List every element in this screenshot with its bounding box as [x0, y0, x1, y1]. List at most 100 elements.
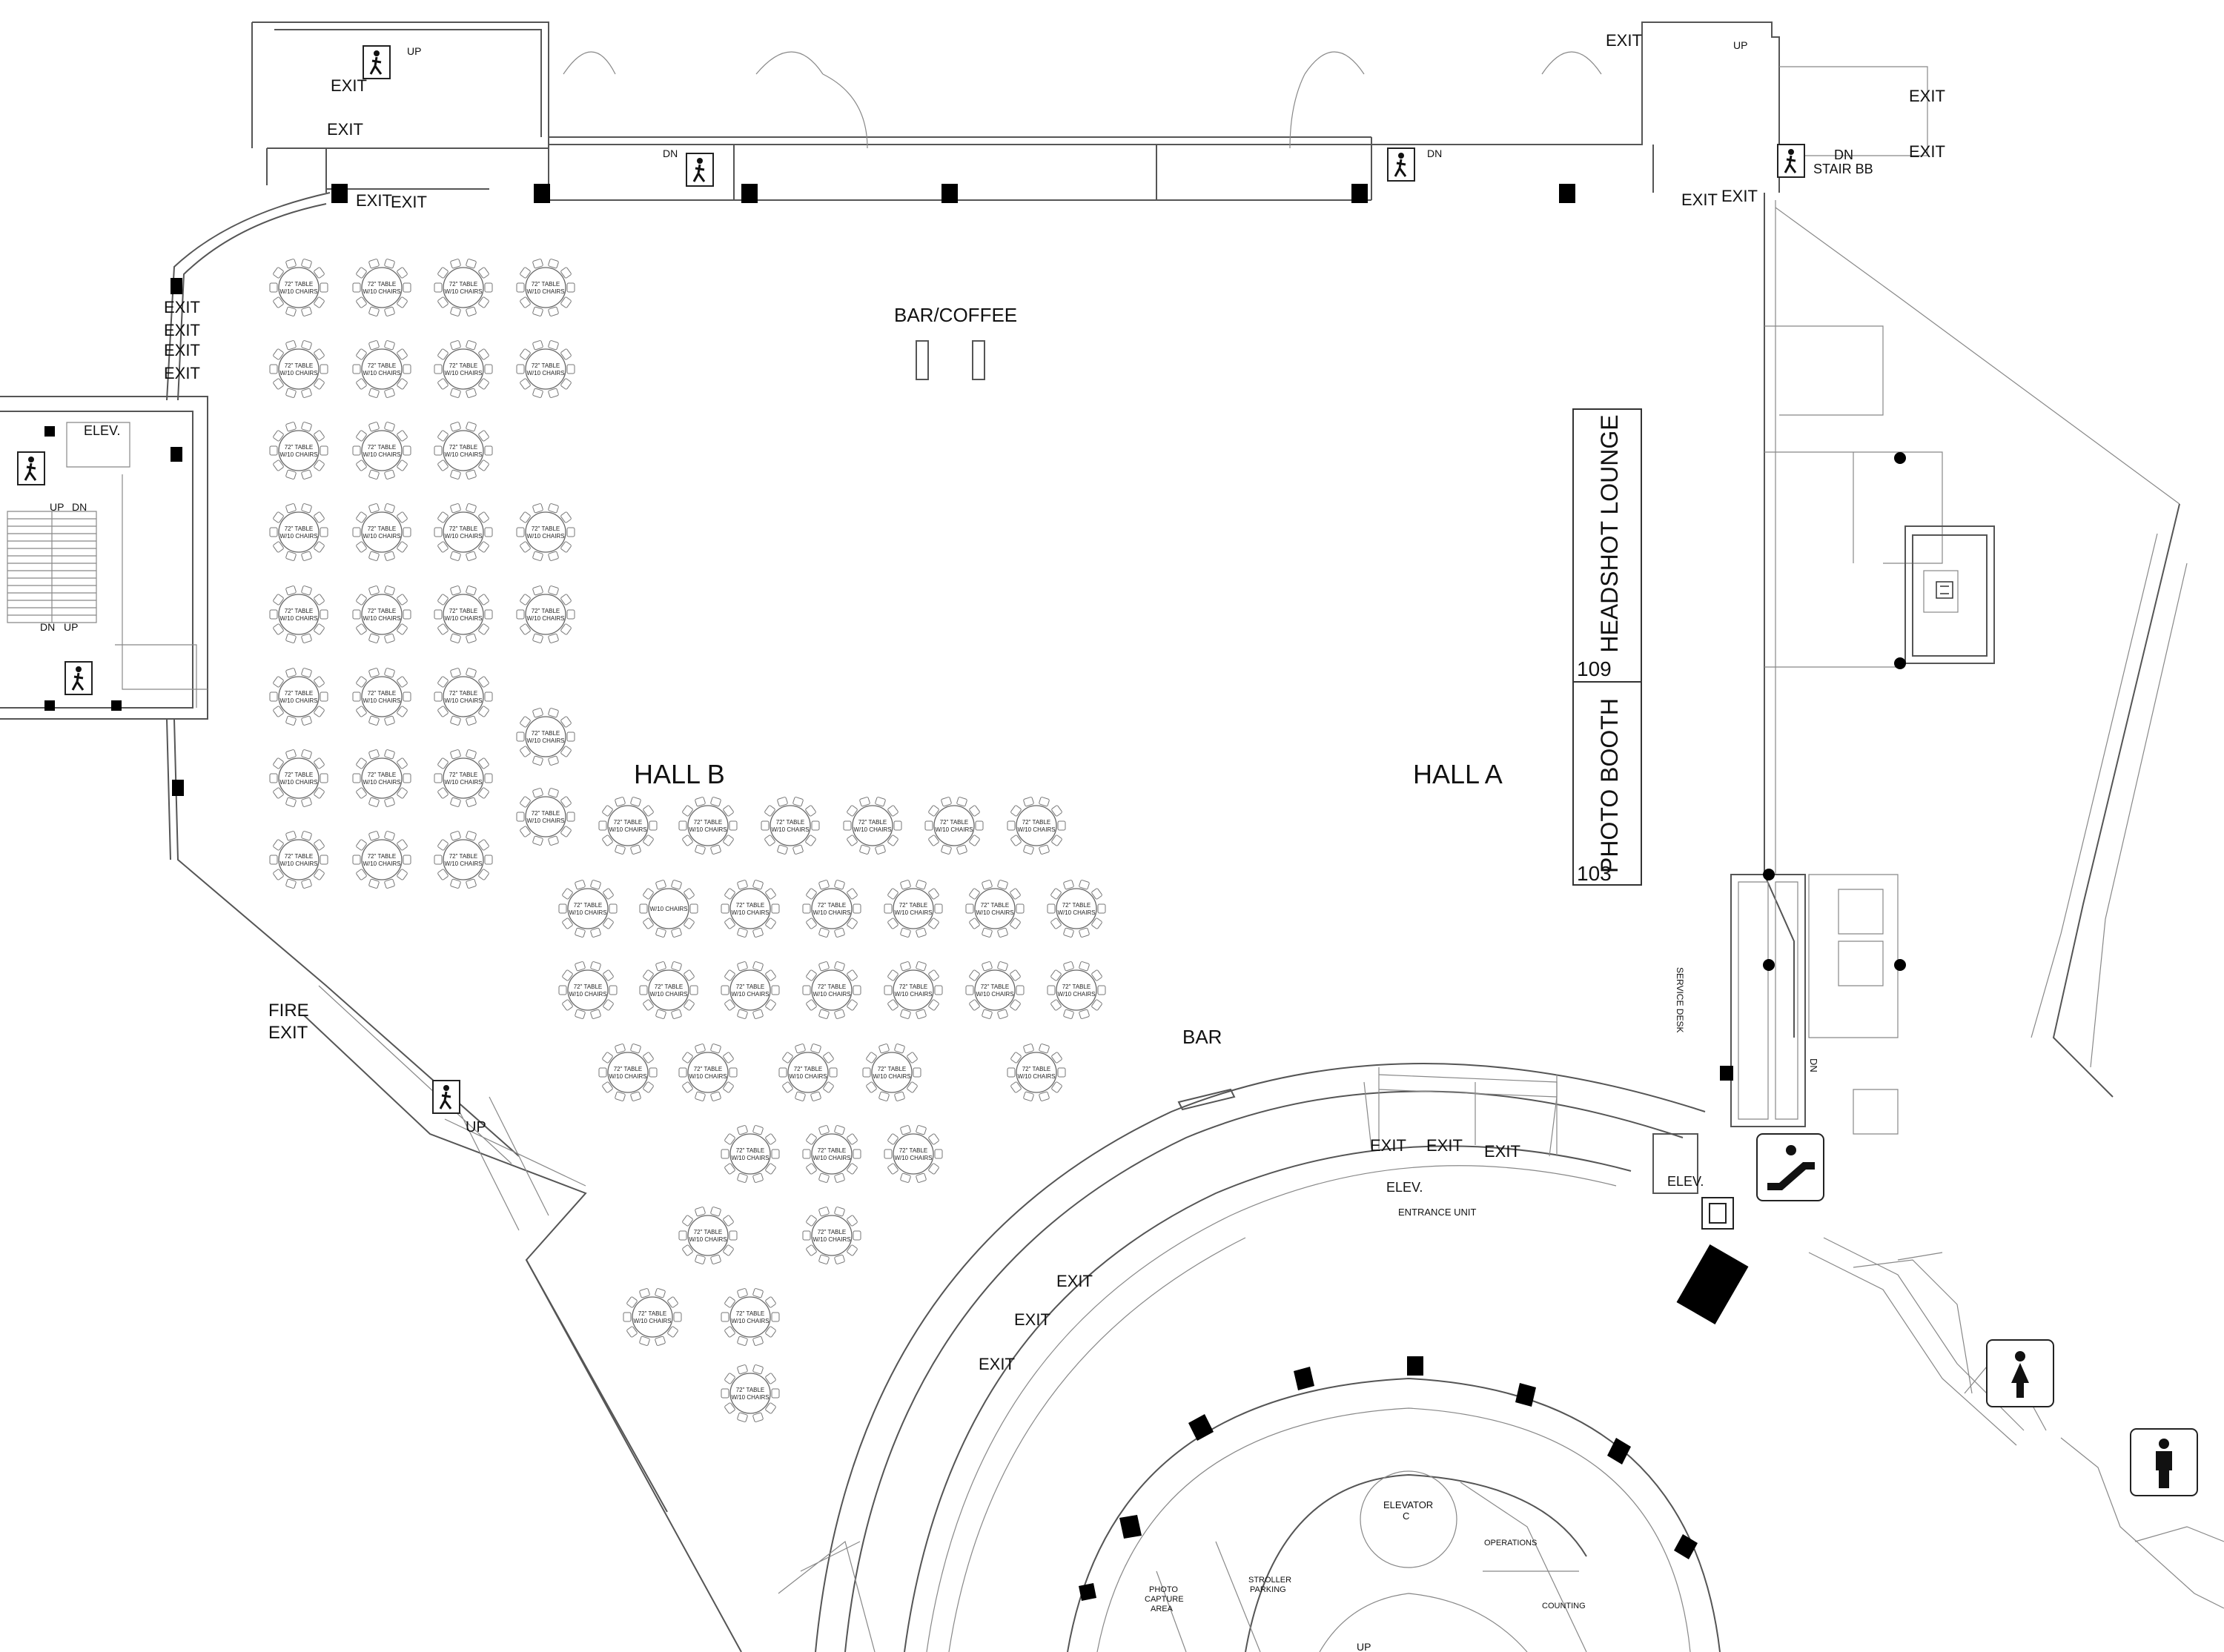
chair [466, 633, 477, 643]
chair [397, 296, 408, 308]
chair [450, 797, 461, 807]
chair [516, 282, 525, 293]
chair [356, 594, 367, 606]
chair [368, 878, 380, 889]
hall-b-label: HALL B [634, 759, 725, 789]
chair [655, 880, 666, 890]
chair [285, 422, 297, 432]
chair [1016, 903, 1025, 914]
chair [285, 878, 297, 889]
chair [560, 716, 572, 728]
chair [368, 749, 380, 760]
chair [764, 835, 775, 846]
chair [450, 340, 461, 351]
chair [285, 797, 297, 807]
exit-label: EXIT [1056, 1272, 1093, 1290]
chair [655, 1336, 666, 1346]
chair [273, 296, 284, 308]
chair [466, 422, 477, 432]
chair [684, 969, 695, 981]
chair [875, 844, 886, 855]
chair [384, 878, 395, 889]
chair [352, 691, 361, 702]
chair [484, 445, 493, 456]
chair [721, 1312, 729, 1322]
chair [562, 888, 573, 900]
chair [301, 715, 312, 726]
chair [765, 888, 776, 900]
chair [802, 903, 811, 914]
table-label: 72" TABLE [285, 525, 314, 532]
chair [834, 880, 845, 890]
chair [301, 340, 312, 351]
chair [273, 460, 284, 471]
table-top [729, 888, 771, 929]
table-label: W/10 CHAIRS [633, 1318, 671, 1324]
exit-label: EXIT [1484, 1142, 1520, 1161]
chair [466, 306, 477, 316]
up-label: UP [1733, 39, 1747, 51]
chair [520, 716, 531, 728]
table-label: W/10 CHAIRS [279, 288, 317, 295]
stair-direction-labels: UP UP DN DN UP DN DN UP UP UP DN [40, 39, 1819, 1652]
chair [737, 927, 748, 938]
chair [771, 1149, 780, 1159]
table-top [361, 594, 403, 635]
chair [434, 527, 443, 537]
chair [352, 773, 361, 783]
table-label: 72" TABLE [368, 608, 397, 614]
chair [630, 797, 641, 807]
table-top [525, 796, 566, 837]
chair [810, 1091, 821, 1101]
dn-label: DN [1427, 147, 1442, 159]
chair [285, 633, 297, 643]
chair [356, 839, 367, 851]
chair [356, 757, 367, 769]
table-label: W/10 CHAIRS [279, 370, 317, 376]
chair [273, 430, 284, 442]
table-label: W/10 CHAIRS [526, 817, 564, 824]
chair [639, 1336, 650, 1346]
bar-coffee-counters [916, 340, 985, 380]
chair [710, 1091, 721, 1101]
chair [356, 676, 367, 688]
chair [352, 445, 361, 456]
chair [884, 1149, 893, 1159]
operations-label: OPERATIONS [1484, 1539, 1537, 1547]
chair [301, 469, 312, 480]
chair [548, 340, 559, 351]
table-label: 72" TABLE [449, 853, 478, 860]
chair [1057, 820, 1066, 831]
chair [894, 1091, 905, 1101]
chair [771, 1388, 780, 1399]
chair [516, 812, 525, 822]
chair [853, 903, 861, 914]
chair [560, 296, 572, 308]
elev-label-concourse: ELEV. [1386, 1180, 1423, 1195]
chair [782, 1081, 793, 1093]
table-top [361, 839, 403, 880]
table-label: W/10 CHAIRS [569, 991, 606, 998]
chair [437, 511, 449, 523]
chair [314, 869, 325, 880]
chair [590, 1009, 601, 1019]
chair [437, 460, 449, 471]
chair [1010, 999, 1021, 1011]
chair [623, 1312, 632, 1322]
chair [818, 1254, 830, 1264]
stroller-parking-label-2: PARKING [1250, 1585, 1286, 1594]
chair [368, 306, 380, 316]
chair [682, 805, 693, 817]
chair [285, 306, 297, 316]
chair [403, 527, 411, 537]
chair [965, 903, 974, 914]
chair [314, 706, 325, 717]
table-label: W/10 CHAIRS [873, 1073, 910, 1080]
chair [403, 691, 411, 702]
chair [916, 1125, 927, 1135]
